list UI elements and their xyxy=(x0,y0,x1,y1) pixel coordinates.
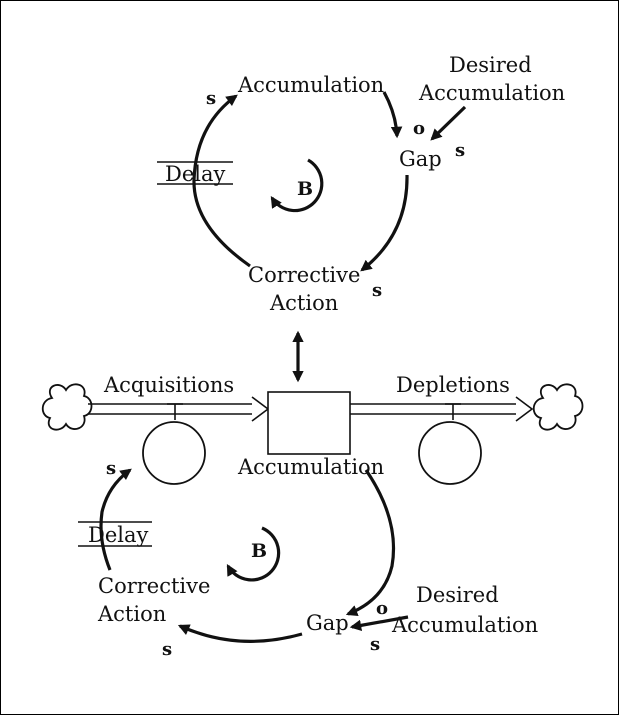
top-arrow-gap-to-action xyxy=(360,174,409,272)
bottom-sign-gap-to-action: s xyxy=(162,639,172,660)
bottom-arrow-accumulation-to-gap xyxy=(345,469,396,617)
top-desired-label-line2: Accumulation xyxy=(418,81,565,105)
top-sign-action-to-accum: s xyxy=(206,88,216,109)
top-corrective-label-line2: Action xyxy=(269,291,338,315)
bottom-arrow-gap-to-action xyxy=(177,624,303,643)
bottom-gap-label: Gap xyxy=(306,611,349,635)
top-sign-gap-extra: s xyxy=(455,140,465,161)
stock-box xyxy=(267,391,351,455)
top-arrow-action-to-accumulation xyxy=(192,94,251,268)
bottom-corrective-label-line1: Corrective xyxy=(98,574,210,598)
top-loop-type: B xyxy=(297,178,313,200)
bottom-corrective-label-line2: Action xyxy=(97,602,166,626)
bottom-sign-gap-extra: s xyxy=(370,634,380,655)
bottom-sign-desired-to-gap: o xyxy=(376,598,388,619)
sink-cloud-icon xyxy=(532,383,584,431)
bottom-desired-label-line1: Desired xyxy=(416,583,499,607)
top-gap-label: Gap xyxy=(399,147,442,171)
bottom-loop-indicator-arrow xyxy=(226,526,281,582)
inflow-rate-circle xyxy=(142,421,206,485)
inflow-label: Acquisitions xyxy=(103,373,234,397)
outflow-arrowhead xyxy=(515,396,534,422)
stock-label: Accumulation xyxy=(237,455,384,479)
top-arrow-accumulation-to-gap xyxy=(382,91,403,139)
outflow-rate-circle xyxy=(418,421,482,485)
outflow-label: Depletions xyxy=(396,373,510,397)
top-sign-desired-to-gap: o xyxy=(413,118,425,139)
top-desired-label-line1: Desired xyxy=(449,53,532,77)
bottom-arrow-action-to-inflow xyxy=(99,468,132,571)
inflow-arrowhead xyxy=(251,396,270,422)
top-sign-gap-to-action: s xyxy=(372,280,382,301)
bottom-desired-label-line2: Accumulation xyxy=(391,613,538,637)
bottom-delay-label: Delay xyxy=(88,523,149,547)
top-loop-indicator-arrow xyxy=(270,158,324,213)
top-corrective-label-line1: Corrective xyxy=(248,263,360,287)
source-cloud-icon xyxy=(41,383,93,431)
bottom-loop-type: B xyxy=(251,540,267,562)
top-accumulation-label: Accumulation xyxy=(237,73,384,97)
bottom-arrow-desired-to-gap xyxy=(349,615,409,632)
top-arrow-desired-to-gap xyxy=(430,105,467,141)
bottom-sign-action-to-inflow: s xyxy=(106,458,116,479)
